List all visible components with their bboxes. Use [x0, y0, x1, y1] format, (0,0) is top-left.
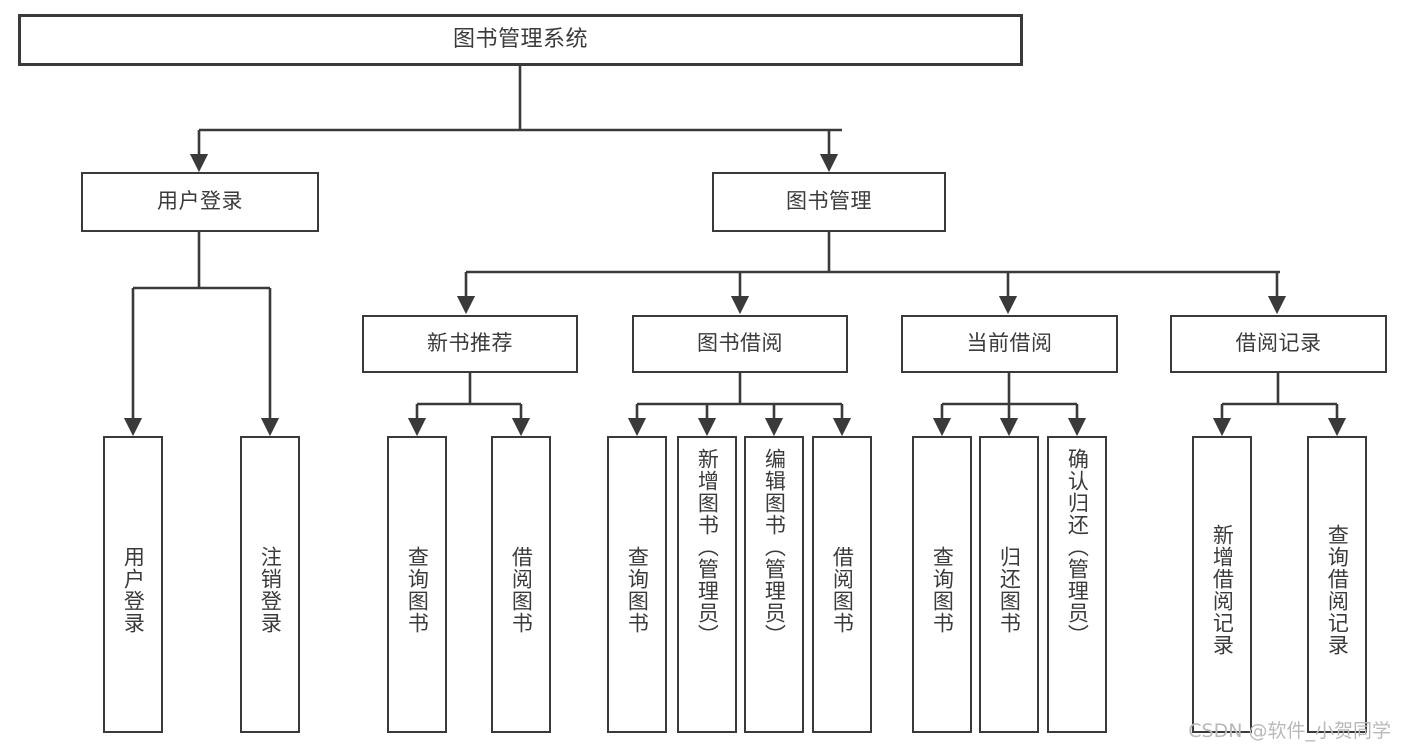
node-label: 归还图书 [997, 545, 1022, 634]
node-label: 查询图书 [625, 545, 650, 634]
node-label: 借阅记录 [1235, 331, 1322, 356]
node-leaf-return-book[interactable]: 归还图书 [979, 436, 1039, 733]
node-leaf-user-logout[interactable]: 注销登录 [240, 436, 300, 733]
node-label: 当前借阅 [966, 331, 1053, 356]
node-leaf-add-borrow-record[interactable]: 新增借阅记录 [1192, 436, 1252, 733]
node-label: 借阅图书 [830, 545, 855, 634]
node-label: 查询图书 [930, 545, 955, 634]
node-leaf-add-book-admin[interactable]: 新增图书（管理员） [677, 436, 737, 733]
node-label: 用户登录 [157, 189, 243, 214]
node-label: 用户登录 [121, 545, 146, 634]
node-leaf-borrow-book-recommend[interactable]: 借阅图书 [491, 436, 551, 733]
node-label: 注销登录 [258, 545, 283, 634]
node-current-borrow[interactable]: 当前借阅 [901, 315, 1118, 373]
node-label: 新增借阅记录 [1210, 523, 1235, 656]
node-leaf-borrow-book[interactable]: 借阅图书 [812, 436, 872, 733]
node-label: 借阅图书 [509, 545, 534, 634]
node-leaf-query-borrow-record[interactable]: 查询借阅记录 [1307, 436, 1367, 733]
node-label: 图书管理系统 [452, 26, 588, 52]
node-leaf-user-login[interactable]: 用户登录 [103, 436, 163, 733]
node-book-borrow[interactable]: 图书借阅 [632, 315, 848, 373]
node-label: 新书推荐 [427, 331, 513, 356]
node-label: 查询图书 [405, 545, 430, 634]
node-leaf-query-book-borrow[interactable]: 查询图书 [607, 436, 667, 733]
node-label: 编辑图书（管理员） [762, 448, 787, 646]
node-label: 查询借阅记录 [1325, 523, 1350, 656]
node-label: 确认归还（管理员） [1065, 448, 1090, 646]
node-user-login[interactable]: 用户登录 [81, 172, 319, 232]
node-leaf-query-book-recommend[interactable]: 查询图书 [387, 436, 447, 733]
watermark: CSDN @软件_小贺同学 [1188, 720, 1391, 742]
node-leaf-confirm-return-admin[interactable]: 确认归还（管理员） [1047, 436, 1107, 733]
node-leaf-query-book-current[interactable]: 查询图书 [912, 436, 972, 733]
node-label: 图书借阅 [697, 331, 783, 356]
node-label: 图书管理 [786, 189, 872, 214]
node-label: 新增图书（管理员） [695, 448, 720, 646]
node-borrow-record[interactable]: 借阅记录 [1170, 315, 1387, 373]
node-leaf-edit-book-admin[interactable]: 编辑图书（管理员） [744, 436, 804, 733]
node-book-management[interactable]: 图书管理 [712, 172, 946, 232]
node-root-system[interactable]: 图书管理系统 [18, 14, 1023, 66]
node-new-book-recommend[interactable]: 新书推荐 [362, 315, 578, 373]
